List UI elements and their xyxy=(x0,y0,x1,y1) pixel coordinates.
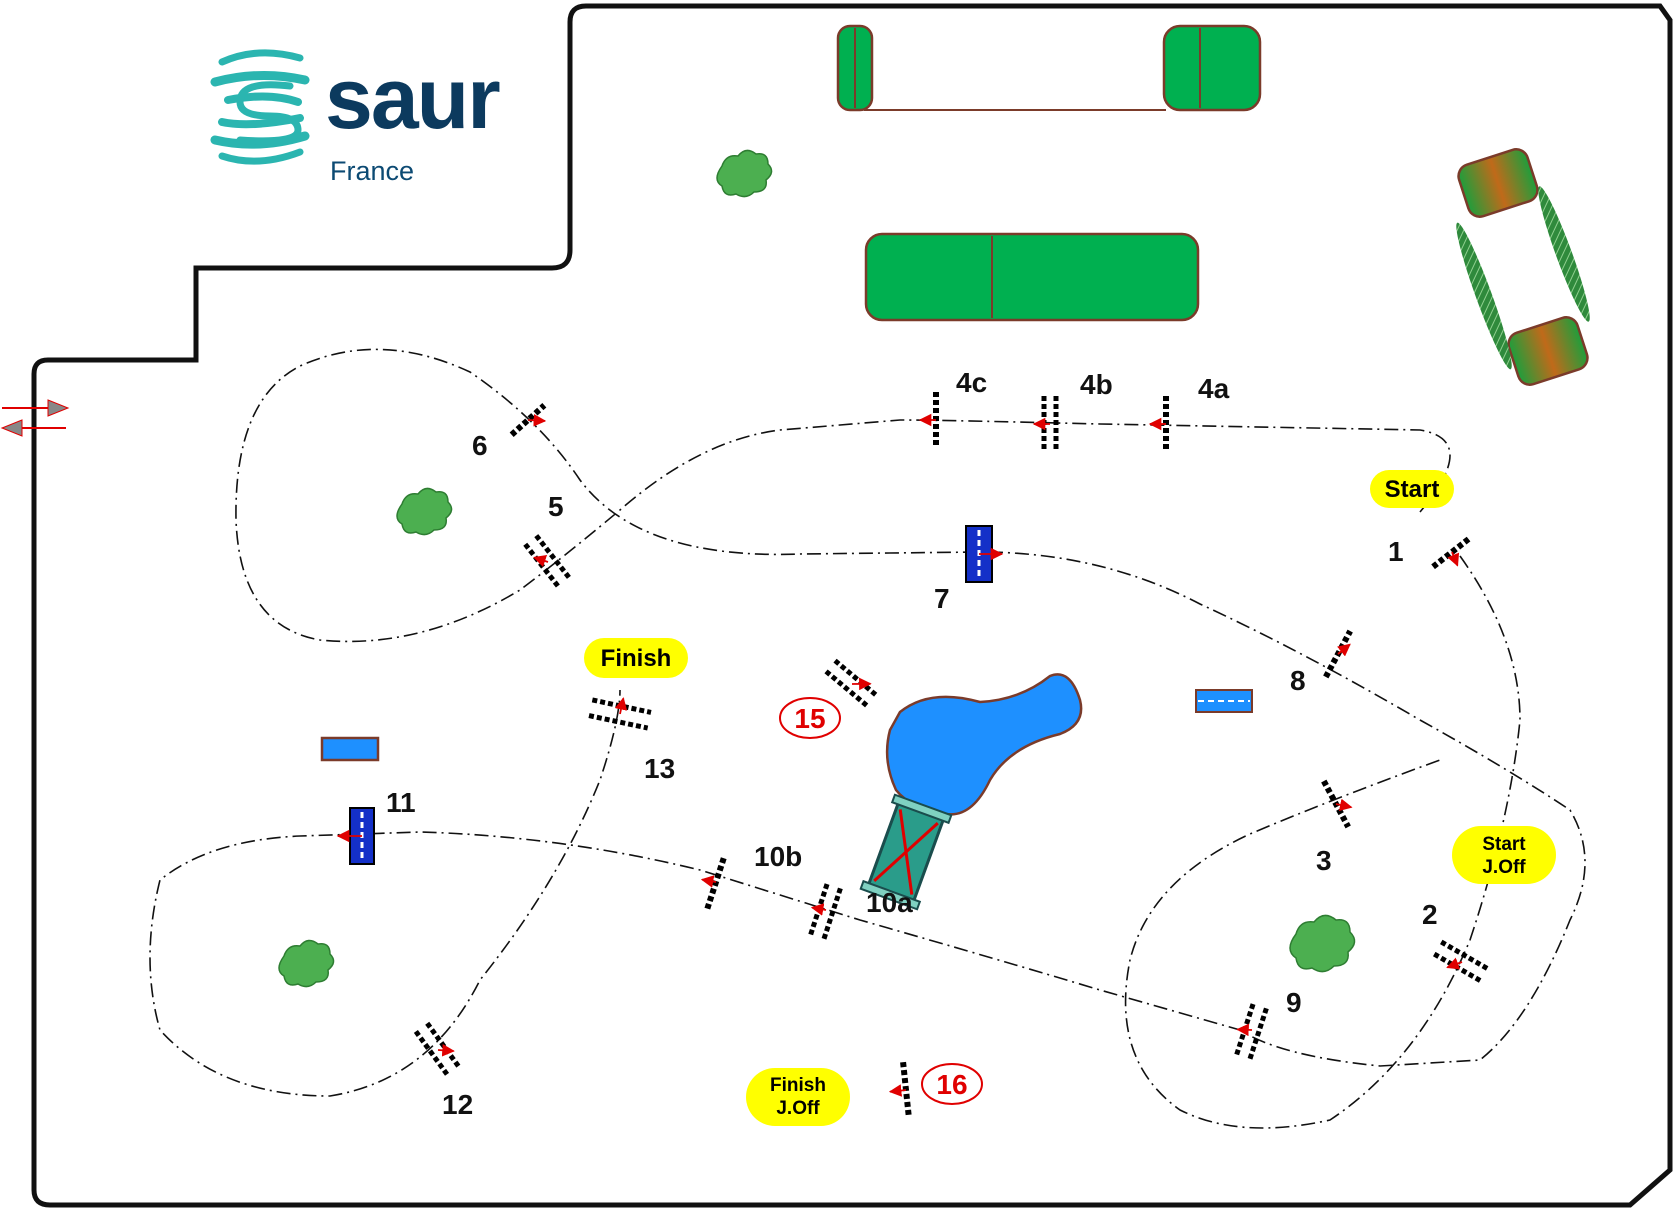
label-13: 13 xyxy=(644,753,675,784)
svg-text:J.Off: J.Off xyxy=(776,1098,820,1119)
grass-bank-middle xyxy=(864,232,1200,322)
label-3: 3 xyxy=(1316,845,1332,876)
start-marker: Start xyxy=(1370,470,1454,508)
fence-12 xyxy=(413,1021,463,1079)
label-11: 11 xyxy=(386,787,416,818)
fence-6 xyxy=(509,403,547,437)
fence-13 xyxy=(588,697,652,731)
fence-1 xyxy=(1431,534,1473,570)
label-12: 12 xyxy=(442,1089,473,1120)
entry-exit-arrows-icon xyxy=(0,399,70,437)
label-1: 1 xyxy=(1388,536,1404,567)
label-4c: 4c xyxy=(956,367,987,398)
label-10a: 10a xyxy=(866,887,913,918)
liverpool-obstacle xyxy=(859,793,953,911)
label-7: 7 xyxy=(934,583,950,614)
tree-icon xyxy=(278,939,335,988)
svg-text:Finish: Finish xyxy=(770,1075,826,1096)
saur-mark-icon xyxy=(210,49,310,165)
tree-icon xyxy=(1289,914,1356,973)
flower-box-icon xyxy=(1456,148,1590,386)
pond-icon xyxy=(885,673,1083,816)
label-2: 2 xyxy=(1422,899,1438,930)
label-8: 8 xyxy=(1290,665,1306,696)
fence-4c xyxy=(918,392,939,448)
arena-border xyxy=(31,3,1673,1208)
svg-text:Start: Start xyxy=(1482,834,1526,855)
water-tray xyxy=(320,736,380,762)
sponsor-logo: saur France xyxy=(210,49,502,186)
fence-3 xyxy=(1321,779,1353,829)
course-path xyxy=(149,348,1586,1129)
tree-icon xyxy=(716,149,773,198)
fence-10b xyxy=(700,854,728,910)
grass-bank-top xyxy=(836,24,1262,112)
fence-4a xyxy=(1148,396,1169,452)
tree-icon xyxy=(396,487,453,536)
svg-text:16: 16 xyxy=(936,1069,967,1100)
svg-text:Finish: Finish xyxy=(601,645,672,672)
start-jump-off-marker: Start J.Off xyxy=(1452,826,1556,884)
fence-5 xyxy=(523,534,573,590)
label-10b: 10b xyxy=(754,841,802,872)
label-6: 6 xyxy=(472,430,488,461)
fence-16 xyxy=(888,1061,912,1119)
finish-jump-off-marker: Finish J.Off xyxy=(746,1068,850,1126)
fence-2 xyxy=(1433,939,1491,985)
fence-4b xyxy=(1032,396,1059,452)
fence-7-water xyxy=(965,525,1004,583)
label-16: 16 xyxy=(921,1063,983,1105)
svg-text:J.Off: J.Off xyxy=(1482,857,1526,878)
sponsor-subtitle: France xyxy=(330,156,414,186)
water-tray-8 xyxy=(1195,689,1253,713)
svg-text:15: 15 xyxy=(794,703,825,734)
fence-11-water xyxy=(336,807,375,865)
fence-10a xyxy=(808,880,844,940)
label-9: 9 xyxy=(1286,987,1302,1018)
fence-9 xyxy=(1234,1000,1270,1060)
fence-8 xyxy=(1323,629,1353,679)
svg-text:Start: Start xyxy=(1385,476,1440,503)
label-4a: 4a xyxy=(1198,373,1230,404)
sponsor-name: saur xyxy=(325,51,500,147)
label-4b: 4b xyxy=(1080,369,1113,400)
label-5: 5 xyxy=(548,491,564,522)
finish-marker: Finish xyxy=(584,638,688,678)
label-15: 15 xyxy=(779,697,841,739)
fence-15 xyxy=(824,658,880,710)
